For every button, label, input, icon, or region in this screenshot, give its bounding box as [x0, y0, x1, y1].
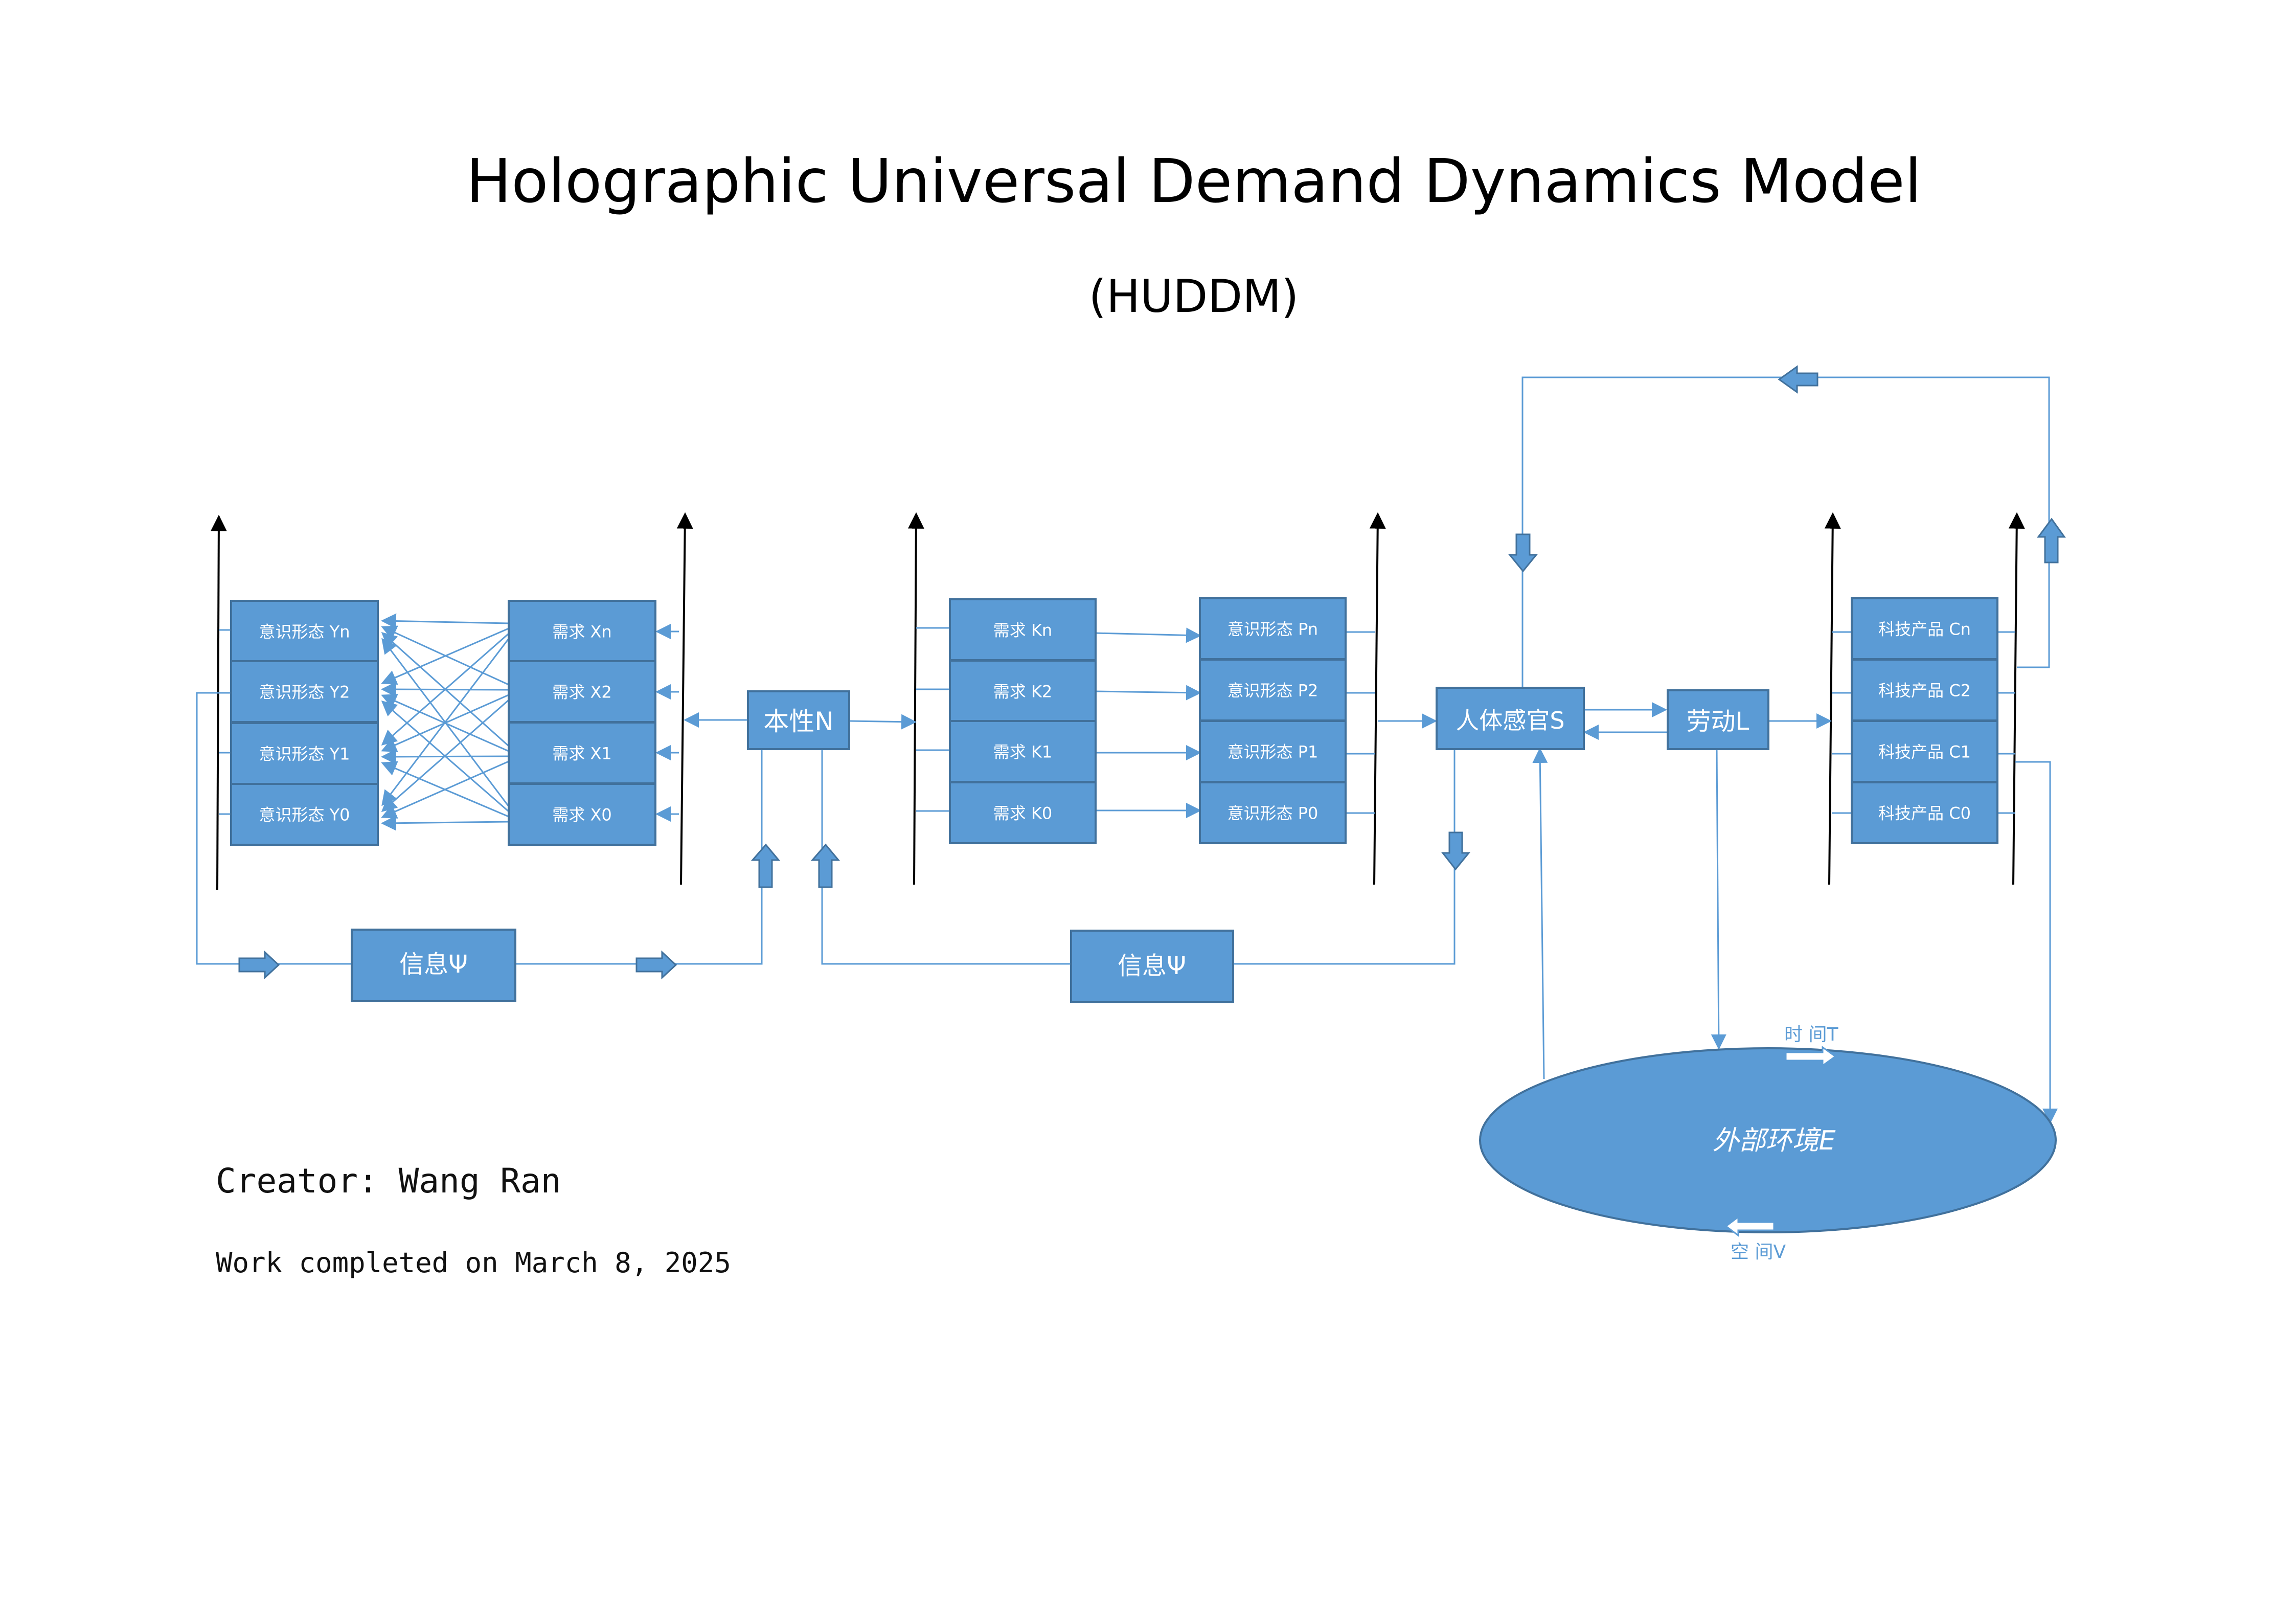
node-info-right-label: 信息Ψ [1118, 952, 1186, 980]
ideology-p-box[interactable]: 意识形态 Pn [1199, 597, 1347, 660]
diagram-title: Holographic Universal Demand Dynamics Mo… [466, 146, 1921, 216]
demand-x-label: 需求 Xn [552, 622, 611, 642]
demand-k-box[interactable]: 需求 Kn [949, 598, 1097, 661]
ideology-y-label: 意识形态 Y0 [259, 805, 350, 825]
tech-c-box[interactable]: 科技产品 Cn [1851, 597, 1998, 660]
cross-connector [381, 815, 509, 831]
demand-k-label: 需求 K0 [993, 804, 1053, 823]
time-arrow-icon [1785, 1046, 1837, 1067]
ideology-p-box[interactable]: 意识形态 P1 [1199, 720, 1347, 783]
axis-line [676, 512, 693, 885]
tech-c-label: 科技产品 C2 [1878, 681, 1971, 701]
cross-connector [381, 638, 510, 806]
block-arrow-up [751, 843, 781, 888]
demand-k-box[interactable]: 需求 K0 [949, 781, 1097, 844]
tech-c-label: 科技产品 C1 [1878, 742, 1971, 762]
ideology-y-box[interactable]: 意识形态 Y2 [230, 660, 379, 723]
ideology-y-box[interactable]: 意识形态 Y0 [230, 783, 379, 846]
node-labor[interactable]: 劳动L [1667, 689, 1769, 750]
ideology-p-label: 意识形态 Pn [1227, 620, 1318, 639]
tech-product-c-column: 科技产品 Cn 科技产品 C2 科技产品 C1 科技产品 C0 [1851, 597, 1998, 844]
node-nature-label: 本性N [763, 707, 833, 736]
block-arrow-up [810, 843, 840, 888]
demand-x-box[interactable]: 需求 X1 [508, 722, 656, 784]
cross-connector [381, 749, 509, 764]
axis-line [907, 512, 924, 885]
demand-x-label: 需求 X2 [552, 683, 611, 702]
demand-k-box[interactable]: 需求 K1 [949, 720, 1097, 783]
axis-line [1369, 512, 1386, 885]
ideology-y-column: 意识形态 Yn 意识形态 Y2 意识形态 Y1 意识形态 Y0 [230, 600, 379, 846]
ideology-p-label: 意识形态 P2 [1227, 681, 1319, 701]
ideology-y-label: 意识形态 Y2 [259, 683, 350, 702]
ideology-y-box[interactable]: 意识形态 Y1 [230, 722, 379, 785]
node-info-left[interactable]: 信息Ψ [351, 929, 516, 1002]
cross-connector [381, 627, 509, 685]
time-label: 时 间T [1784, 1024, 1838, 1045]
ideology-demand-connectors [381, 613, 510, 831]
space-arrow-icon [1724, 1215, 1775, 1237]
demand-x-box[interactable]: 需求 Xn [508, 600, 656, 663]
demand-k-label: 需求 K2 [993, 682, 1053, 702]
demand-x-label: 需求 X0 [552, 805, 611, 825]
node-labor-label: 劳动L [1687, 707, 1749, 736]
completion-date: Work completed on March 8, 2025 [216, 1247, 731, 1279]
space-label: 空 间V [1731, 1242, 1786, 1263]
flow-connectors [196, 376, 2058, 1124]
axis-line [1824, 512, 1841, 885]
demand-x-box[interactable]: 需求 X0 [508, 783, 656, 846]
block-arrow-up [2037, 517, 2066, 563]
node-info-right[interactable]: 信息Ψ [1070, 930, 1234, 1003]
block-arrow-left [1778, 365, 1818, 394]
tech-c-box[interactable]: 科技产品 C0 [1851, 781, 1998, 844]
demand-k-label: 需求 Kn [993, 621, 1052, 640]
ideology-p-box[interactable]: 意识形态 P0 [1199, 781, 1347, 844]
ideology-y-label: 意识形态 Y1 [259, 745, 350, 764]
demand-x-label: 需求 X1 [552, 744, 611, 763]
node-environment[interactable]: 外部环境E [1479, 1047, 2057, 1233]
block-arrow-right [635, 950, 677, 980]
cross-connector [381, 699, 509, 812]
demand-k-column: 需求 Kn 需求 K2 需求 K1 需求 K0 [949, 598, 1097, 844]
cross-connector [381, 760, 509, 819]
demand-x-box[interactable]: 需求 X2 [508, 660, 656, 723]
diagram-subtitle: (HUDDM) [1089, 270, 1299, 323]
creator-credit: Creator: Wang Ran [216, 1161, 561, 1201]
cross-connector [381, 633, 509, 746]
cross-connector [381, 613, 509, 629]
demand-k-label: 需求 K1 [993, 742, 1053, 762]
node-info-left-label: 信息Ψ [399, 950, 468, 979]
vertical-axes [210, 512, 2025, 890]
node-senses-label: 人体感官S [1456, 707, 1564, 734]
block-arrows [238, 365, 2066, 980]
block-arrow-down [1441, 831, 1471, 871]
ideology-y-label: 意识形态 Yn [259, 622, 350, 642]
tech-c-box[interactable]: 科技产品 C1 [1851, 720, 1998, 783]
axis-line [210, 514, 227, 890]
tech-c-label: 科技产品 C0 [1878, 804, 1971, 823]
axis-line [2008, 512, 2025, 885]
ideology-p-box[interactable]: 意识形态 P2 [1199, 659, 1347, 722]
ideology-p-label: 意识形态 P0 [1227, 804, 1319, 823]
demand-x-column: 需求 Xn 需求 X2 需求 X1 需求 X0 [508, 600, 656, 846]
ideology-y-box[interactable]: 意识形态 Yn [230, 600, 379, 663]
node-senses[interactable]: 人体感官S [1436, 687, 1585, 750]
block-arrow-right [238, 950, 280, 980]
tech-c-box[interactable]: 科技产品 C2 [1851, 659, 1998, 722]
node-environment-label: 外部环境E [1713, 1125, 1836, 1156]
block-arrow-down [1508, 533, 1538, 573]
demand-k-box[interactable]: 需求 K2 [949, 660, 1097, 723]
ideology-p-label: 意识形态 P1 [1227, 742, 1319, 762]
node-nature[interactable]: 本性N [747, 690, 850, 750]
ideology-p-column: 意识形态 Pn 意识形态 P2 意识形态 P1 意识形态 P0 [1199, 597, 1347, 844]
tech-c-label: 科技产品 Cn [1878, 620, 1971, 639]
